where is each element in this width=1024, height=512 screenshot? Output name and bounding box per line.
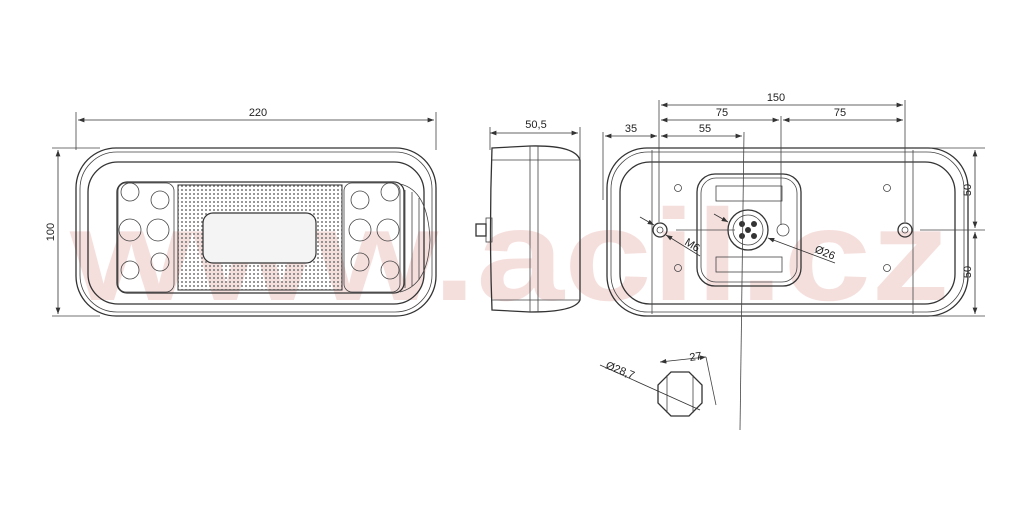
nut-width-label: 27 [689, 350, 703, 364]
edge-offset-label: 35 [625, 123, 637, 135]
light-bar [202, 212, 317, 264]
depth-label: 50,5 [525, 119, 546, 131]
lower-height-label: 50 [962, 266, 974, 278]
connector-pins [739, 221, 757, 239]
hole-spacing-label: 150 [767, 92, 785, 104]
connector-offset-label: 55 [699, 123, 711, 135]
vent-hole [776, 223, 790, 237]
front-housing-outline [75, 147, 437, 317]
front-view: 220 100 [45, 107, 437, 317]
width-label: 220 [249, 107, 267, 119]
screws [674, 184, 891, 272]
slot-top [715, 185, 783, 202]
nut-detail: Ø28,7 27 [599, 350, 717, 417]
side-reflector [399, 183, 431, 293]
lens-panel [116, 181, 405, 294]
nut-diameter-label: Ø28,7 [604, 360, 636, 382]
mounting-holes [652, 222, 913, 238]
led-lenses [118, 182, 400, 280]
half-left-label: 75 [716, 107, 728, 119]
led-cluster-left [117, 182, 175, 293]
section-line [739, 131, 745, 431]
upper-height-label: 50 [962, 184, 974, 196]
rear-housing-outline [606, 147, 969, 317]
side-housing [489, 145, 581, 313]
led-cluster-right [343, 182, 401, 293]
height-label: 100 [45, 223, 57, 241]
side-view: 50,5 [475, 119, 581, 313]
mounting-stud [475, 223, 487, 237]
slot-bottom [715, 256, 783, 273]
half-right-label: 75 [834, 107, 846, 119]
